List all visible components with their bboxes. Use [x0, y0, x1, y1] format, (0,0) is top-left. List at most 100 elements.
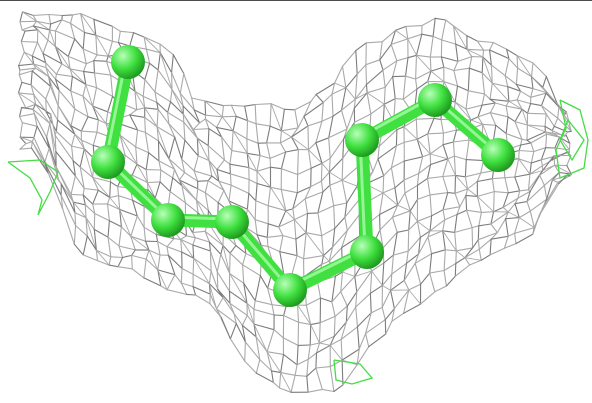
mesh-segment — [55, 78, 72, 92]
mesh-segment — [379, 229, 384, 249]
mesh-segment — [551, 179, 559, 183]
mesh-segment — [231, 130, 234, 152]
mesh-segment — [356, 64, 367, 75]
mesh-segment — [294, 101, 312, 111]
mesh-segment — [21, 25, 34, 31]
mesh-segment — [415, 54, 431, 58]
mesh-segment — [255, 359, 261, 374]
mesh-segment — [106, 196, 111, 205]
mesh-segment — [199, 118, 206, 124]
mesh-segment — [382, 192, 399, 206]
mesh-segment — [518, 217, 535, 229]
mesh-segment — [429, 192, 449, 196]
mesh-segment — [565, 134, 571, 144]
ligand-atom — [345, 123, 379, 157]
mesh-segment — [156, 101, 159, 110]
mesh-segment — [466, 48, 473, 58]
mesh-segment — [146, 181, 149, 191]
mesh-segment — [493, 206, 504, 213]
mesh-segment — [95, 249, 99, 262]
mesh-segment — [83, 63, 87, 72]
mesh-segment — [416, 133, 429, 140]
mesh-segment — [443, 262, 457, 272]
mesh-segment — [229, 173, 250, 181]
mesh-segment — [71, 133, 76, 147]
mesh-segment — [315, 352, 318, 369]
mesh-segment — [290, 127, 299, 138]
mesh-segment — [49, 29, 56, 48]
mesh-segment — [431, 249, 446, 255]
mesh-segment — [554, 164, 572, 175]
mesh-segment — [307, 125, 310, 151]
mesh-segment — [297, 304, 312, 326]
mesh-segment — [502, 192, 509, 208]
mesh-segment — [566, 164, 572, 175]
mesh-segment — [280, 108, 285, 132]
mesh-segment — [346, 185, 358, 204]
mesh-segment — [341, 179, 348, 204]
mesh-segment — [229, 252, 244, 266]
mesh-segment — [307, 344, 311, 360]
mesh-segment — [530, 88, 534, 98]
mesh-segment — [452, 139, 470, 143]
mesh-segment — [466, 209, 473, 229]
mesh-segment — [79, 148, 85, 168]
mesh-segment — [143, 258, 147, 279]
mesh-segment — [521, 108, 528, 126]
mesh-segment — [430, 66, 445, 72]
mesh-segment — [242, 264, 245, 284]
mesh-segment — [172, 168, 176, 179]
mesh-segment — [518, 158, 532, 164]
mesh-segment — [132, 199, 145, 207]
mesh-segment — [317, 212, 323, 237]
mesh-segment — [320, 171, 330, 182]
mesh-segment — [57, 179, 74, 203]
mesh-segment — [179, 92, 195, 111]
mesh-segment — [329, 138, 345, 159]
mesh-segment — [529, 174, 541, 192]
mesh-segment — [278, 372, 282, 389]
mesh-segment — [329, 338, 342, 346]
mesh-segment — [444, 249, 457, 252]
mesh-segment — [507, 86, 522, 92]
mesh-segment — [168, 158, 186, 174]
mesh-segment — [171, 88, 184, 107]
mesh-segment — [318, 322, 321, 344]
mesh-segment — [540, 105, 547, 115]
mesh-segment — [307, 149, 312, 169]
mesh-segment — [70, 193, 74, 203]
mesh-segment — [192, 286, 211, 295]
mesh-segment — [243, 282, 256, 302]
mesh-segment — [85, 217, 95, 230]
mesh-segment — [181, 139, 186, 160]
ligand-bond — [355, 133, 374, 259]
mesh-segment — [409, 210, 418, 222]
mesh-segment — [45, 98, 59, 121]
mesh-segment — [305, 304, 312, 326]
mesh-segment — [445, 19, 455, 27]
mesh-segment — [466, 209, 482, 213]
mesh-segment — [464, 248, 480, 259]
mesh-segment — [416, 172, 420, 186]
mesh-segment — [244, 105, 249, 122]
mesh-segment — [391, 254, 394, 275]
mesh-segment — [440, 118, 444, 134]
mesh-segment — [516, 55, 534, 64]
mesh-segment — [173, 238, 182, 240]
mesh-segment — [427, 70, 432, 83]
mesh-segment — [483, 93, 491, 100]
mesh-segment — [272, 381, 281, 389]
mesh-segment — [305, 297, 322, 306]
mesh-segment — [230, 184, 250, 194]
mesh-segment — [74, 212, 87, 219]
mesh-segment — [544, 125, 553, 132]
mesh-segment — [328, 115, 334, 139]
mesh-segment — [159, 181, 171, 193]
mesh-segment — [105, 60, 112, 76]
mesh-segment — [117, 30, 121, 44]
mesh-segment — [193, 109, 207, 116]
mesh-segment — [293, 212, 309, 221]
mesh-segment — [331, 275, 336, 303]
mesh-segment — [429, 35, 434, 58]
mesh-segment — [442, 209, 446, 221]
